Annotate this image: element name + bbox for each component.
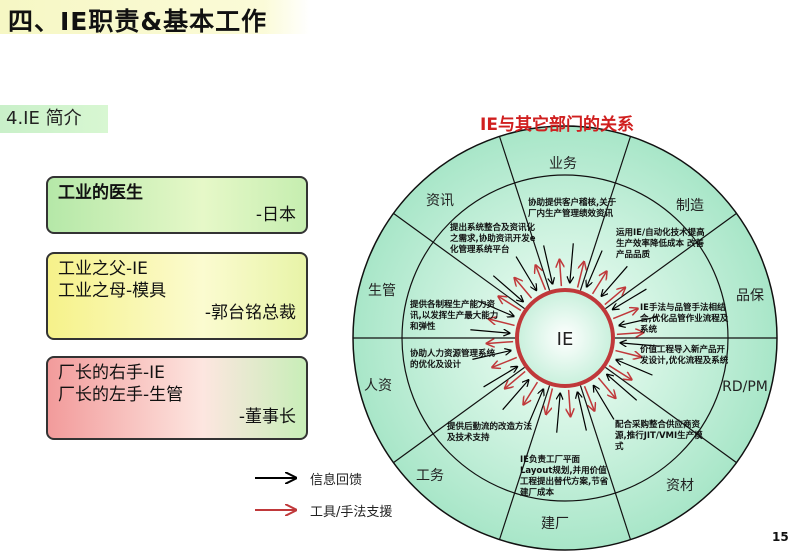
department-label: 业务 [549,156,577,172]
support-arrow [612,309,637,320]
feedback-arrow [613,288,647,309]
sector-divider [393,366,525,464]
department-label: RD/PM [722,379,768,395]
department-ie-role: 配合采购整合供应商资源,推行JIT/VMI生产模式 [615,420,703,452]
department-ie-role: 提供后勤流的改造方法及技术支持 [447,422,533,443]
feedback-arrow [607,375,638,401]
feedback-arrow [492,275,522,302]
support-arrow [583,385,594,410]
department-label: 制造 [676,198,704,214]
support-arrow [560,260,562,287]
quote-box-parents: 工业之父-IE 工业之母-模具 -郭台铭总裁 [46,252,308,340]
feedback-arrow [515,256,536,290]
quote-line: 工业的医生 [58,183,143,203]
feedback-arrow [543,245,553,283]
quote-line: 厂长的右手-IE [58,363,165,383]
sector-divider [579,136,632,291]
feedback-arrow [621,343,660,346]
feedback-arrow [617,360,653,376]
feedback-arrow [587,250,603,287]
support-arrow [576,262,584,288]
feedback-arrow [527,390,543,426]
support-arrow [524,381,539,404]
legend-feedback-label: 信息回馈 [310,473,363,488]
quote-line: 工业之母-模具 [58,281,167,301]
feedback-arrow [477,300,514,316]
support-arrow [515,278,533,299]
sector-divider [393,212,525,310]
support-arrow [569,389,571,416]
quote-source: -郭台铭总裁 [204,303,296,323]
feedback-arrow [570,243,573,282]
quote-box-hands: 厂长的右手-IE 厂长的左手-生管 -董事长 [46,356,308,440]
feedback-arrow [620,316,658,326]
section-subtitle: 4.IE 简介 [0,105,108,133]
feedback-arrow [594,386,615,420]
support-arrow [546,388,554,413]
department-label: 建厂 [541,516,569,532]
quote-line: 工业之父-IE [58,259,148,279]
sector-divider [498,385,551,540]
diagram-title: IE与其它部门的关系 [480,115,634,135]
department-ie-role: 提出系统整合及资讯化之需求,协助资讯开发e化管理系统平台 [450,223,536,255]
quote-line: 厂长的左手-生管 [58,385,184,405]
page-title: 四、IE职责&基本工作 [8,7,268,36]
department-label: 生管 [368,283,396,299]
feedback-arrow [483,367,517,388]
sector-divider [605,366,737,464]
support-arrow [616,333,643,335]
department-label: 人资 [364,378,392,394]
support-arrow [489,319,515,327]
support-arrow [505,370,526,388]
support-arrow [487,342,514,344]
title-bar [0,0,310,34]
department-ie-role: 提供各制程生产能力资讯,以发挥生产最大能力和弹性 [410,300,499,332]
center-label: IE [557,329,574,350]
department-label: 品保 [736,288,764,304]
feedback-arrow [602,265,628,295]
support-arrow [536,266,547,291]
department-label: 资讯 [426,193,454,209]
page-number: 15 [772,530,789,544]
support-arrow [591,272,607,295]
quote-source: -董事长 [238,407,296,427]
department-ie-role: 协助提供客户稽核,关于厂内生产管理绩效资讯 [528,198,617,219]
quote-source: -日本 [255,205,296,225]
department-ie-role: 价值工程导入新产品开发设计,优化流程及系统 [640,345,729,366]
support-arrow [608,364,631,380]
feedback-arrow [470,330,509,333]
department-ie-role: 协助人力资源管理系统的优化及设计 [410,349,496,370]
feedback-arrow [557,394,560,433]
department-label: 资材 [666,478,694,494]
support-arrow [493,356,518,367]
support-arrow [604,288,625,306]
support-arrow [499,297,522,312]
support-arrow [597,377,615,398]
department-label: 工务 [416,468,444,484]
support-arrow [615,349,640,357]
department-ie-role: 运用IE/自动化技术提高生产效率降低成本 改善产品品质 [616,228,705,260]
department-ie-role: IE负责工厂平面Layout规划,并用价值工程提出替代方案,节省建厂成本 [520,455,609,498]
quote-box-doctor: 工业的医生 -日本 [46,176,308,234]
feedback-arrow [502,380,529,411]
sector-divider [605,212,737,310]
legend-support-label: 工具/手法支援 [310,505,393,520]
feedback-arrow [578,393,587,431]
feedback-arrow [472,351,510,360]
department-ie-role: IE手法与品管手法相结合,优化品管作业流程及系统 [640,303,729,335]
ie-center-circle [515,288,615,388]
